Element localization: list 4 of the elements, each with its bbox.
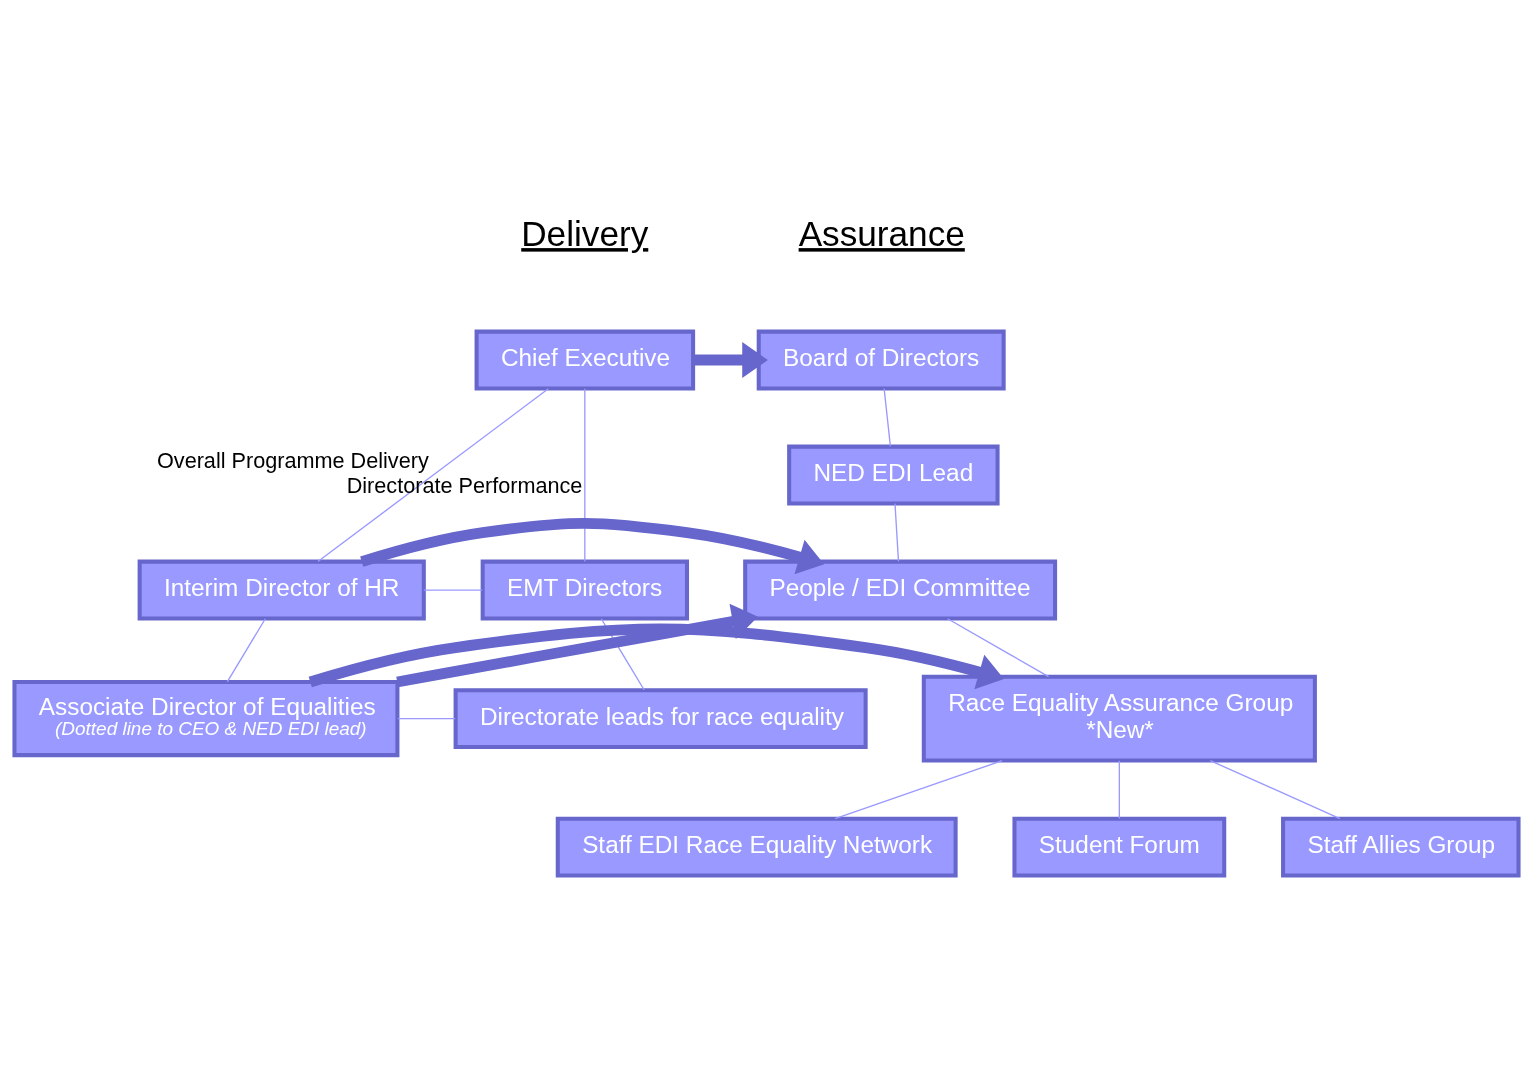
edge-label: Overall Programme Delivery [156,447,429,473]
edge-label: Directorate Performance [346,472,583,498]
label: Delivery [521,213,649,253]
label: Assurance [798,213,965,253]
